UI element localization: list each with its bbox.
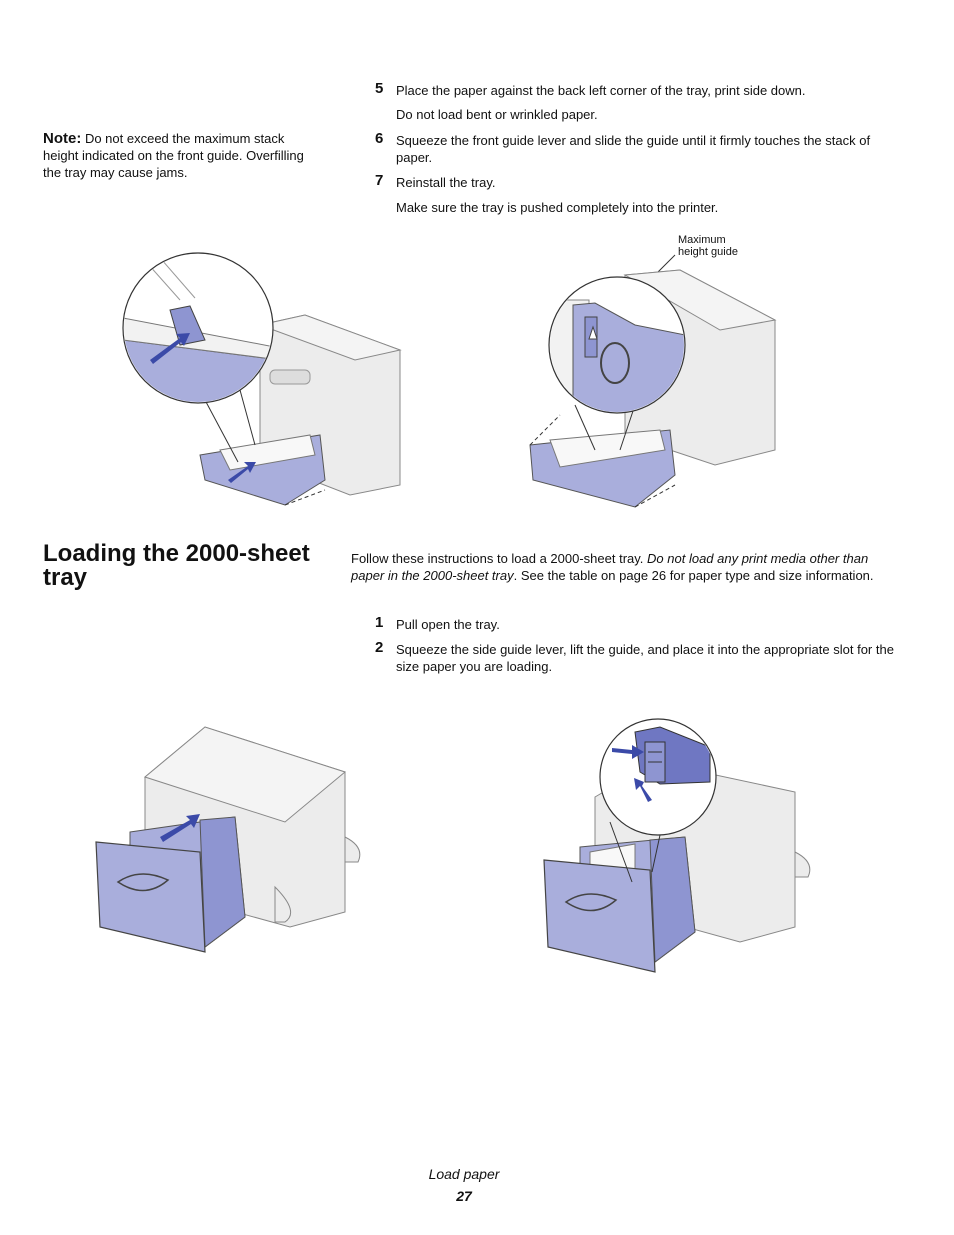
page-number: 27 <box>456 1188 472 1204</box>
section-intro: Follow these instructions to load a 2000… <box>351 550 896 584</box>
side-guide-illustration <box>543 718 811 973</box>
step-number: 7 <box>375 172 384 189</box>
step-number: 6 <box>375 130 384 147</box>
intro-text-1: Follow these instructions to load a 2000… <box>351 551 648 566</box>
intro-italic: Do not load any print media other than p… <box>351 551 869 583</box>
step-number: 2 <box>375 639 384 656</box>
step-number: 5 <box>375 80 384 97</box>
step-number: 1 <box>375 614 384 631</box>
step-2: 2 Squeeze the side guide lever, lift the… <box>375 639 895 675</box>
printer-tray-illustration-1 <box>122 252 402 506</box>
step-7: 7 Reinstall the tray. <box>375 172 895 191</box>
footer-title: Load paper <box>428 1166 500 1182</box>
step-text: Reinstall the tray. <box>396 175 496 190</box>
step-7-sub: Make sure the tray is pushed completely … <box>396 200 719 215</box>
step-5-sub: Do not load bent or wrinkled paper. <box>396 107 598 122</box>
intro-text-2: . See the table on page 26 for paper typ… <box>513 568 874 583</box>
section-heading: Loading the 2000-sheet tray <box>43 540 310 591</box>
step-text: Pull open the tray. <box>396 617 500 632</box>
step-6: 6 Squeeze the front guide lever and slid… <box>375 130 895 166</box>
note-label: Note: <box>43 130 82 147</box>
note-text: Do not exceed the maximum stack height i… <box>43 131 304 180</box>
callout-line2: height guide <box>678 246 738 258</box>
printer-tray-illustration-2 <box>529 254 777 508</box>
drawer-open-illustration <box>95 726 361 953</box>
callout-line1: Maximum <box>678 234 726 246</box>
note: Note: Do not exceed the maximum stack he… <box>43 130 313 181</box>
step-text: Place the paper against the back left co… <box>396 83 806 98</box>
step-5: 5 Place the paper against the back left … <box>375 80 895 99</box>
step-text: Squeeze the side guide lever, lift the g… <box>396 642 894 674</box>
step-1: 1 Pull open the tray. <box>375 614 895 633</box>
callout-max-height: Maximum height guide <box>678 234 768 258</box>
step-text: Squeeze the front guide lever and slide … <box>396 133 871 165</box>
